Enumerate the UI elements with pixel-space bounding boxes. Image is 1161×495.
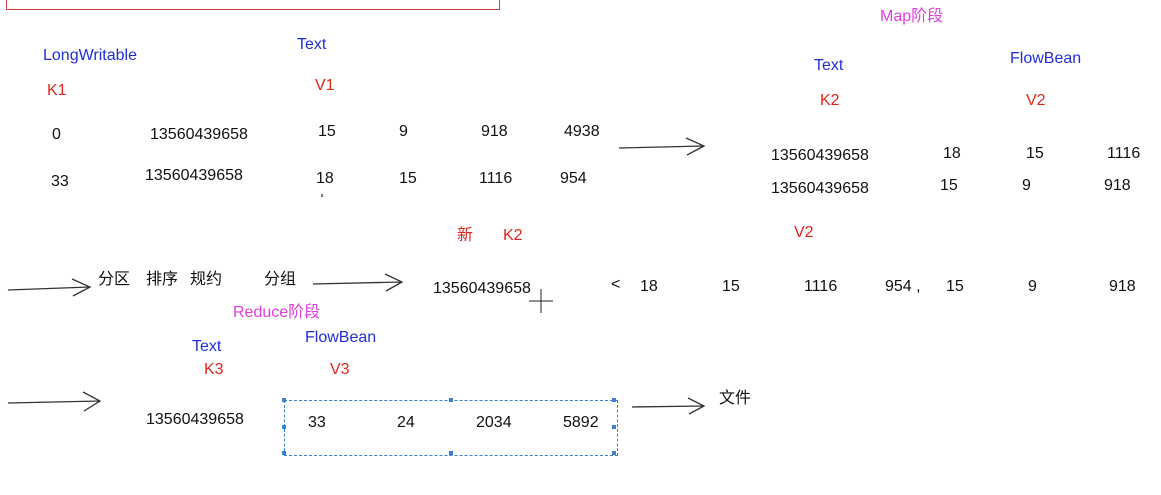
step-group: 分组	[264, 271, 297, 288]
map-stage-label: Map阶段	[880, 8, 944, 25]
map-row-2-val-c: 918	[1104, 177, 1131, 194]
handle-bottom-right[interactable]	[612, 451, 616, 455]
selected-flowbean-box[interactable]	[282, 398, 618, 456]
dest-file-label: 文件	[719, 390, 752, 407]
shuffle-val-5: 15	[946, 278, 964, 295]
shuffle-val-3: 1116	[804, 278, 838, 295]
input-row-1-phone: 13560439658	[150, 126, 248, 143]
k1-label: K1	[47, 82, 67, 99]
shuffle-val-7: 918	[1109, 278, 1136, 295]
shuffle-val-1: 18	[640, 278, 658, 295]
v2-type-label: FlowBean	[1010, 50, 1082, 67]
handle-bottom-mid[interactable]	[449, 451, 453, 455]
arrow-input-to-map	[618, 137, 706, 156]
reduce-val-1: 33	[308, 414, 326, 431]
v1-type-label: Text	[297, 36, 327, 53]
handle-top-right[interactable]	[612, 398, 616, 402]
map-row-2-phone: 13560439658	[771, 180, 869, 197]
shuffle-phone: 13560439658	[433, 280, 531, 297]
reduce-stage-label: Reduce阶段	[233, 304, 321, 321]
input-row-1-val-b: 9	[399, 123, 408, 140]
arrow-into-shuffle	[7, 278, 92, 297]
reduce-val-3: 2034	[476, 414, 512, 431]
input-row-2-val-b: 15	[399, 170, 417, 187]
crosshair-cursor-icon	[529, 289, 553, 313]
reduce-phone: 13560439658	[146, 411, 244, 428]
v1-label: V1	[315, 77, 335, 94]
input-row-2-phone: 13560439658	[145, 167, 243, 184]
k3-type-label: Text	[192, 338, 222, 355]
map-row-1-val-a: 18	[943, 145, 961, 162]
k2-label: K2	[820, 92, 840, 109]
input-row-1-key: 0	[52, 126, 61, 143]
k3-label: K3	[204, 361, 224, 378]
step-combine: 规约	[190, 271, 223, 288]
v2-label: V2	[1026, 92, 1046, 109]
handle-bottom-left[interactable]	[282, 451, 286, 455]
map-row-1-val-c: 1116	[1107, 145, 1141, 162]
v3-type-label: FlowBean	[305, 329, 377, 346]
new-label: 新	[457, 227, 474, 244]
handle-mid-left[interactable]	[282, 425, 286, 429]
handle-mid-right[interactable]	[612, 425, 616, 429]
reduce-val-2: 24	[397, 414, 415, 431]
arrow-into-reduce	[7, 391, 102, 412]
input-row-2-val-d: 954	[560, 170, 587, 187]
shuffle-val-6: 9	[1028, 278, 1037, 295]
top-input-box: 13560439658	[6, 0, 500, 10]
input-row-1-val-c: 918	[481, 123, 508, 140]
v3-label: V3	[330, 361, 350, 378]
new-k2-label: K2	[503, 227, 523, 244]
input-row-2-val-a: 18	[316, 170, 334, 187]
input-row-2-val-c: 1116	[479, 170, 513, 187]
shuffle-lt: <	[611, 276, 621, 293]
new-v2-label: V2	[794, 224, 814, 241]
shuffle-val-2: 15	[722, 278, 740, 295]
shuffle-val-4: 954 ,	[885, 278, 921, 295]
arrow-after-group	[312, 273, 404, 292]
step-sort: 排序	[146, 271, 179, 288]
k2-type-label: Text	[814, 57, 844, 74]
map-row-1-phone: 13560439658	[771, 147, 869, 164]
map-row-1-val-b: 15	[1026, 145, 1044, 162]
map-row-2-val-a: 15	[940, 177, 958, 194]
input-row-1-val-a: 15	[318, 123, 336, 140]
input-row-1-val-d: 4938	[564, 123, 600, 140]
arrow-to-file	[631, 397, 706, 415]
input-row-2-key: 33	[51, 173, 69, 190]
map-row-2-val-b: 9	[1022, 177, 1031, 194]
reduce-val-4: 5892	[563, 414, 599, 431]
step-partition: 分区	[98, 271, 131, 288]
handle-top-left[interactable]	[282, 398, 286, 402]
handle-top-mid[interactable]	[449, 398, 453, 402]
k1-type-label: LongWritable	[43, 47, 137, 64]
